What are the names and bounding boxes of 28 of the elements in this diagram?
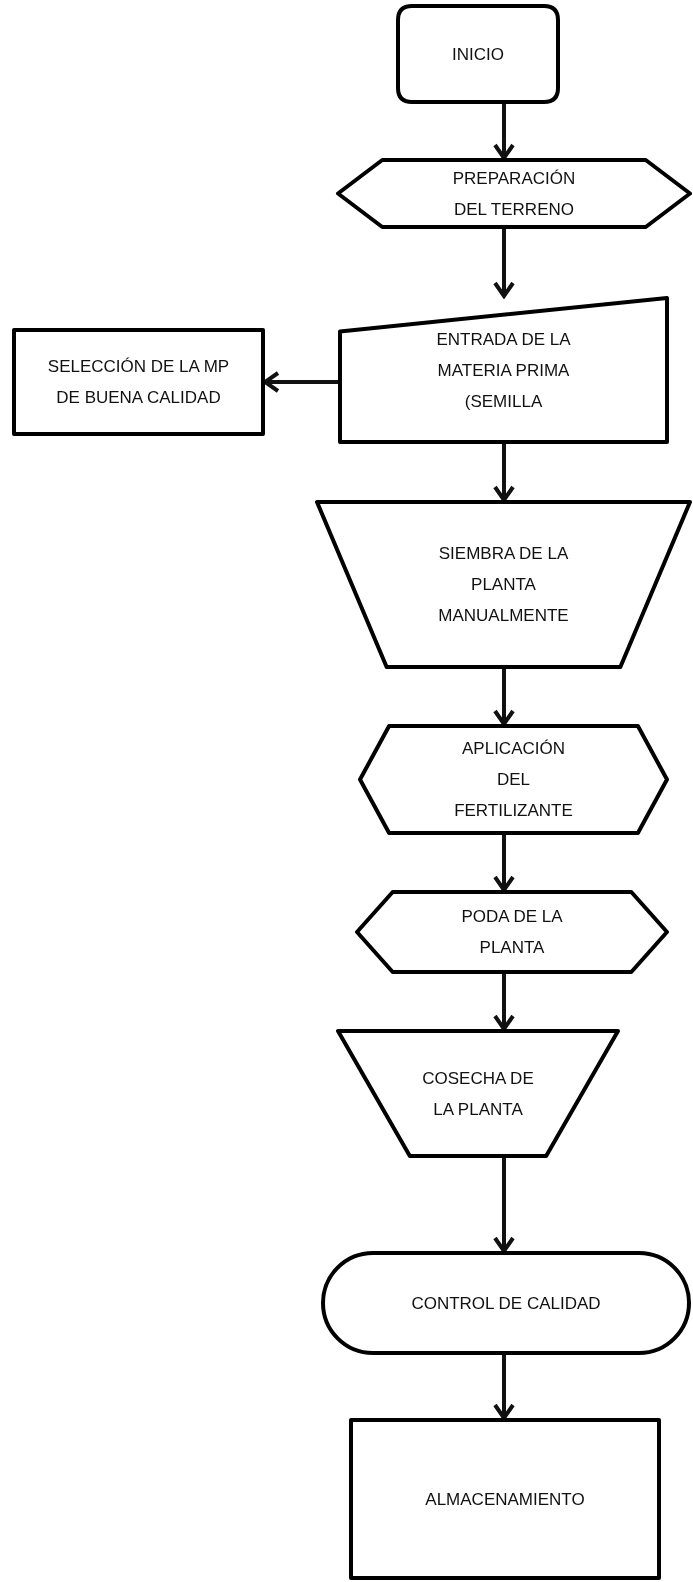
process-box <box>349 1418 661 1580</box>
arrow <box>493 104 515 160</box>
terminal-box <box>396 4 560 104</box>
arrow <box>493 669 515 726</box>
arrow <box>493 229 515 298</box>
node-text: APLICACIÓN DEL FERTILIZANTE <box>453 738 574 822</box>
arrow <box>493 1158 515 1253</box>
node-text: PREPARACIÓN DEL TERRENO <box>451 167 577 221</box>
node-text: PODA DE LA PLANTA <box>460 906 564 959</box>
node-text: SELECCIÓN DE LA MP DE BUENA CALIDAD <box>46 356 231 409</box>
manual-operation-trapezoid <box>315 500 692 669</box>
node-text: ENTRADA DE LA MATERIA PRIMA (SEMILLA <box>435 328 572 413</box>
arrow <box>493 1355 515 1420</box>
preparation-hexagon <box>355 890 669 974</box>
node-text: CONTROL DE CALIDAD <box>410 1292 602 1315</box>
preparation-hexagon <box>336 158 692 229</box>
preparation-hexagon <box>358 724 669 835</box>
process-box <box>12 328 265 436</box>
manual-input-box <box>338 296 669 444</box>
manual-operation-trapezoid <box>336 1029 620 1158</box>
arrow <box>493 974 515 1031</box>
arrow <box>493 444 515 502</box>
node-text: ALMACENAMIENTO <box>424 1488 586 1511</box>
arrow <box>493 835 515 892</box>
terminal-box <box>321 1251 691 1355</box>
node-text: SIEMBRA DE LA PLANTA MANUALMENTE <box>437 543 570 627</box>
node-text: COSECHA DE LA PLANTA <box>421 1067 535 1121</box>
node-text: INICIO <box>451 43 505 66</box>
